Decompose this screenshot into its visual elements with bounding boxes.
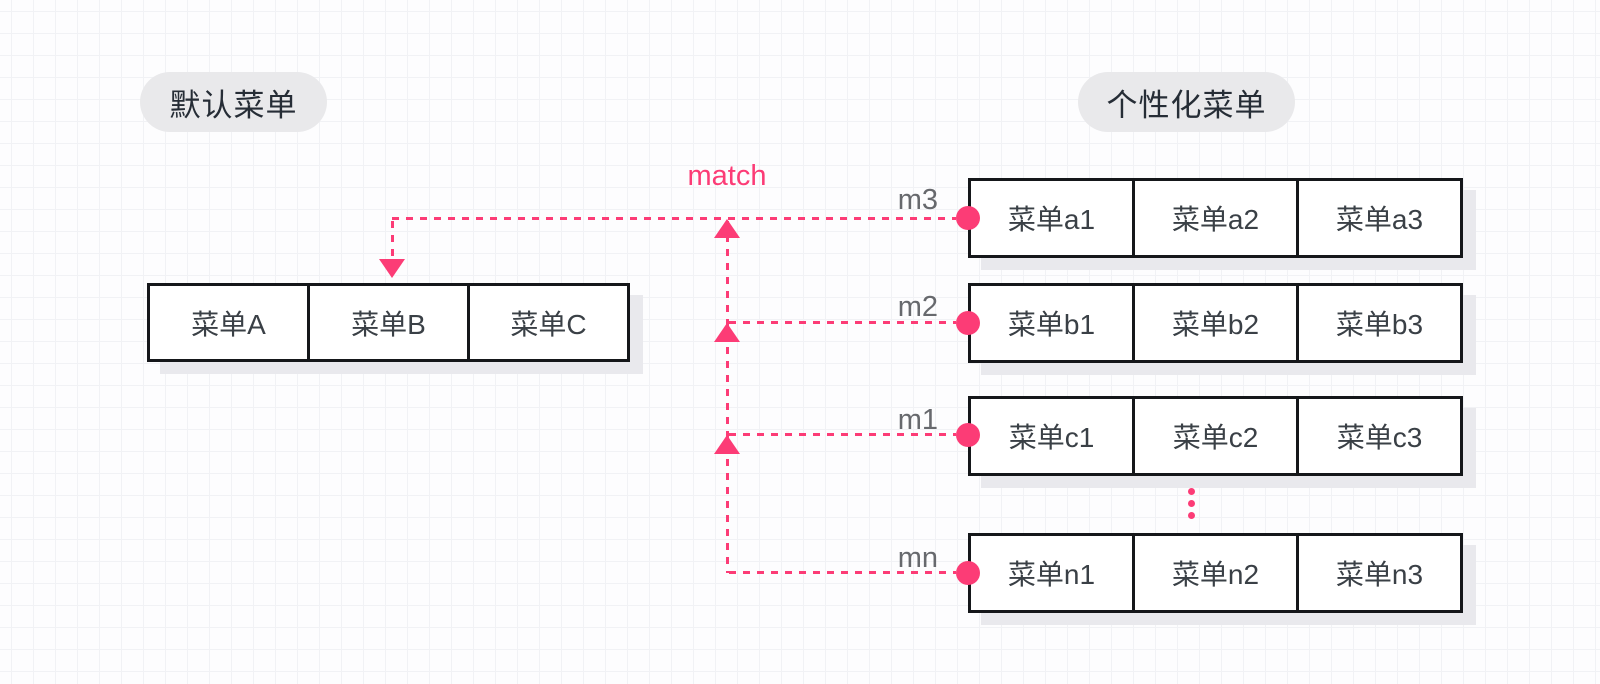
connector-top-horizontal-line: [392, 217, 956, 220]
menu-cell-n1: 菜单n1: [971, 536, 1132, 610]
menu-cell-c1: 菜单c1: [971, 399, 1132, 473]
row-label-mn: mn: [897, 542, 938, 574]
default-menu-title: 默认菜单: [169, 87, 298, 123]
menu-cell-b3: 菜单b3: [1296, 286, 1460, 360]
menu-cell-b1: 菜单b1: [971, 286, 1132, 360]
match-label: match: [687, 160, 767, 192]
arrow-up-icon: [714, 435, 740, 454]
personalized-menu-row-mn: 菜单n1 菜单n2 菜单n3: [968, 533, 1463, 613]
menu-cell-c3: 菜单c3: [1296, 399, 1460, 473]
menu-cell-c2: 菜单c2: [1132, 399, 1296, 473]
menu-cell-n2: 菜单n2: [1132, 536, 1296, 610]
menu-cell-n3: 菜单n3: [1296, 536, 1460, 610]
arrow-up-icon: [714, 219, 740, 238]
connector-to-menuB-vertical-line: [391, 221, 394, 261]
row-label-m1: m1: [897, 404, 938, 436]
connector-dot-mn: [956, 561, 980, 585]
personalized-menu-row-m2: 菜单b1 菜单b2 菜单b3: [968, 283, 1463, 363]
menu-cell-A: 菜单A: [150, 286, 307, 359]
menu-cell-C: 菜单C: [467, 286, 627, 359]
connector-dot-m2: [956, 311, 980, 335]
menu-cell-a3: 菜单a3: [1296, 181, 1460, 255]
arrow-down-icon: [379, 259, 405, 278]
row-label-m2: m2: [897, 291, 938, 323]
connector-m2-horizontal-line: [729, 321, 956, 324]
connector-m1-horizontal-line: [729, 433, 956, 436]
arrow-up-icon: [714, 323, 740, 342]
menu-cell-b2: 菜单b2: [1132, 286, 1296, 360]
more-rows-ellipsis-icon: [1188, 488, 1195, 519]
personalized-menu-title-pill: 个性化菜单: [1078, 72, 1295, 132]
connector-mn-horizontal-line: [729, 571, 956, 574]
menu-cell-B: 菜单B: [307, 286, 467, 359]
personalized-menu-row-m1: 菜单c1 菜单c2 菜单c3: [968, 396, 1463, 476]
row-label-m3: m3: [897, 184, 938, 216]
default-menu-title-pill: 默认菜单: [140, 72, 327, 132]
connector-dot-m3: [956, 206, 980, 230]
default-menu-row: 菜单A 菜单B 菜单C: [147, 283, 630, 362]
menu-cell-a1: 菜单a1: [971, 181, 1132, 255]
connector-trunk-vertical-line: [726, 221, 729, 573]
menu-cell-a2: 菜单a2: [1132, 181, 1296, 255]
personalized-menu-title: 个性化菜单: [1106, 87, 1267, 123]
personalized-menu-row-m3: 菜单a1 菜单a2 菜单a3: [968, 178, 1463, 258]
connector-dot-m1: [956, 423, 980, 447]
